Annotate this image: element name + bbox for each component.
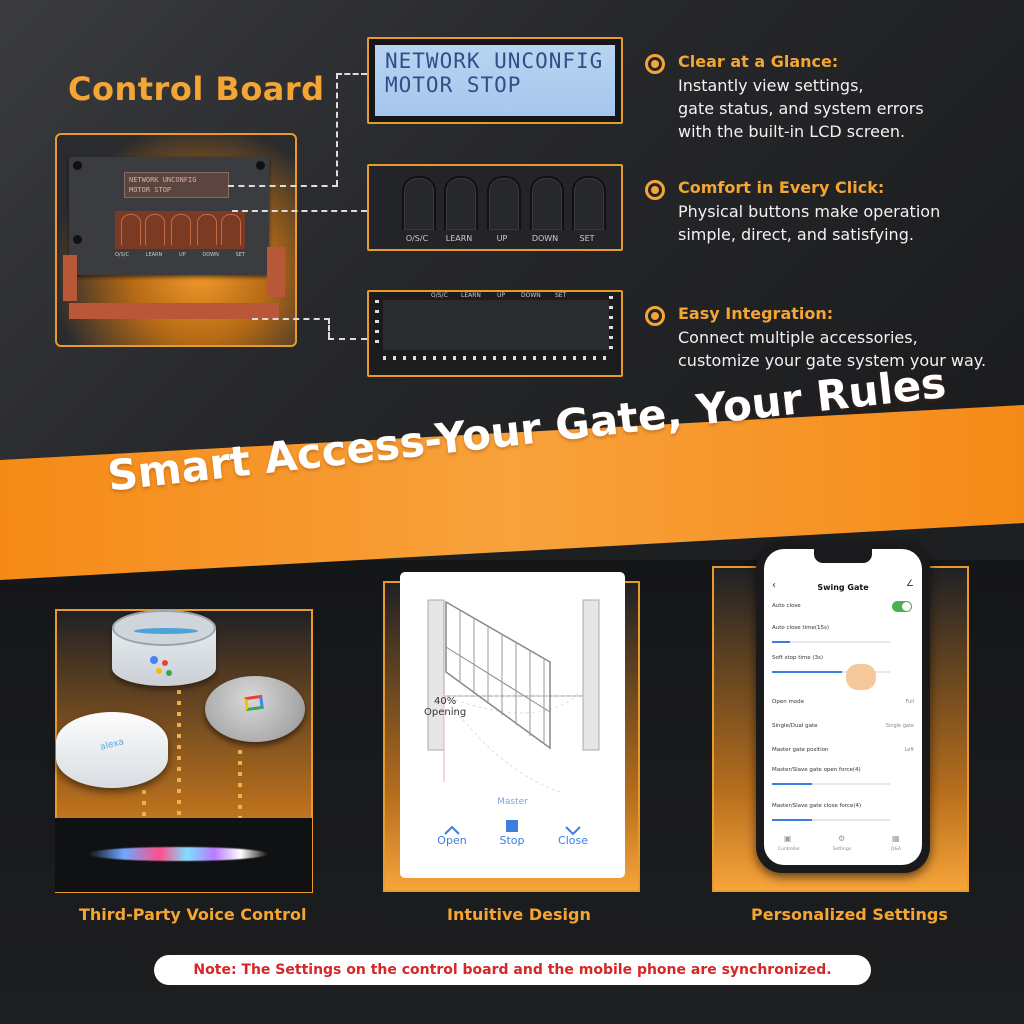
alexa-hub-icon: alexa bbox=[56, 712, 168, 788]
gate-diagram bbox=[427, 599, 600, 793]
close-button[interactable]: Close bbox=[558, 834, 588, 847]
connector-lcd bbox=[228, 185, 338, 187]
auto-close-time-slider[interactable] bbox=[772, 641, 890, 643]
smart-home-speaker-icon bbox=[205, 676, 305, 742]
board-lcd: NETWORK UNCONFIG MOTOR STOP bbox=[124, 172, 229, 198]
terminal-pins-right bbox=[609, 296, 613, 350]
buttons-detail-panel: O/S/C LEARN UP DOWN SET bbox=[367, 164, 623, 251]
open-force-slider[interactable] bbox=[772, 783, 890, 785]
setting-open-force: Master/Slave gate open force(4) bbox=[772, 767, 861, 773]
voice-control-label: Third-Party Voice Control bbox=[79, 905, 307, 924]
setting-auto-close: Auto close bbox=[772, 603, 801, 609]
qa-tab-icon[interactable]: ▦ bbox=[892, 834, 900, 843]
set-button bbox=[572, 176, 606, 230]
home-logo-icon bbox=[244, 694, 264, 712]
setting-auto-close-time: Auto close time(15s) bbox=[772, 625, 830, 631]
setting-open-mode: Open mode bbox=[772, 699, 805, 705]
terminal-strip-left bbox=[63, 255, 77, 301]
board-buttons bbox=[115, 211, 245, 249]
phone-title: Swing Gate bbox=[817, 583, 869, 592]
chevron-up-icon[interactable] bbox=[444, 820, 460, 835]
lcd-line-2: MOTOR STOP bbox=[385, 73, 522, 97]
target-bullet-icon bbox=[645, 306, 665, 326]
smartphone: ‹ Swing Gate ∠ Auto close Auto close tim… bbox=[756, 541, 930, 873]
lcd-detail-panel: NETWORK UNCONFIG MOTOR STOP bbox=[367, 37, 623, 124]
master-label: Master bbox=[497, 797, 528, 807]
terminal-pins-bottom bbox=[383, 356, 609, 360]
terminal-strip-right bbox=[267, 247, 285, 297]
setting-single-dual-gate: Single/Dual gate bbox=[772, 723, 818, 729]
personalized-settings-label: Personalized Settings bbox=[751, 905, 948, 924]
phone-screen: ‹ Swing Gate ∠ Auto close Auto close tim… bbox=[764, 549, 922, 865]
up-button bbox=[487, 176, 521, 230]
learn-label: LEARN bbox=[445, 234, 473, 243]
up-label: UP bbox=[496, 234, 508, 243]
circuit-board: NETWORK UNCONFIG MOTOR STOP O/S/C LEARN … bbox=[69, 157, 269, 275]
lcd-screen: NETWORK UNCONFIG MOTOR STOP bbox=[375, 45, 615, 116]
gate-app-panel: 40% Opening Master Open Stop Close bbox=[400, 572, 625, 878]
soft-stop-time-slider[interactable] bbox=[772, 671, 890, 673]
tab-qa[interactable]: Q&A bbox=[890, 847, 902, 852]
edit-icon[interactable]: ∠ bbox=[905, 579, 914, 589]
setting-master-gate-position: Master gate position bbox=[772, 747, 829, 753]
hand-pointer-icon bbox=[846, 664, 876, 690]
set-label: SET bbox=[579, 234, 595, 243]
stop-square-icon[interactable] bbox=[506, 820, 518, 832]
setting-close-force: Master/Slave gate close force(4) bbox=[772, 803, 862, 809]
back-chevron-icon[interactable]: ‹ bbox=[772, 580, 776, 591]
smart-speaker-icon bbox=[112, 610, 216, 686]
connector-terminal bbox=[252, 318, 330, 320]
settings-tab-icon[interactable]: ⚙ bbox=[838, 834, 846, 843]
osc-button bbox=[402, 176, 436, 230]
sync-note: Note: The Settings on the control board … bbox=[154, 955, 871, 985]
intuitive-design-label: Intuitive Design bbox=[447, 905, 591, 924]
board-button-labels: O/S/C LEARN UP DOWN SET bbox=[115, 252, 245, 258]
open-button[interactable]: Open bbox=[437, 834, 467, 847]
controller-tab-icon[interactable]: ▣ bbox=[784, 834, 792, 843]
stop-button[interactable]: Stop bbox=[499, 834, 525, 847]
tab-controller[interactable]: Controller bbox=[777, 847, 801, 852]
terminal-detail-panel: O/S/C LEARN UP DOWN SET bbox=[367, 290, 623, 377]
target-bullet-icon bbox=[645, 54, 665, 74]
terminal-pins-left bbox=[375, 300, 379, 350]
terminal-strip-bottom bbox=[69, 303, 279, 319]
chevron-down-icon[interactable] bbox=[565, 821, 581, 836]
target-bullet-icon bbox=[645, 180, 665, 200]
lcd-line-1: NETWORK UNCONFIG bbox=[385, 49, 604, 73]
connector-buttons bbox=[232, 210, 367, 212]
auto-close-toggle[interactable] bbox=[892, 601, 912, 612]
down-button bbox=[530, 176, 564, 230]
tab-settings[interactable]: Settings bbox=[832, 847, 852, 852]
voice-wave-icon bbox=[88, 847, 268, 861]
control-board-photo: NETWORK UNCONFIG MOTOR STOP O/S/C LEARN … bbox=[55, 133, 297, 347]
osc-label: O/S/C bbox=[405, 234, 429, 243]
control-board-title: Control Board bbox=[68, 70, 325, 108]
learn-button bbox=[444, 176, 478, 230]
down-label: DOWN bbox=[531, 234, 559, 243]
close-force-slider[interactable] bbox=[772, 819, 890, 821]
gate-opening-readout: 40% Opening bbox=[424, 696, 467, 718]
setting-soft-stop-time: Soft stop time (3s) bbox=[772, 655, 824, 661]
